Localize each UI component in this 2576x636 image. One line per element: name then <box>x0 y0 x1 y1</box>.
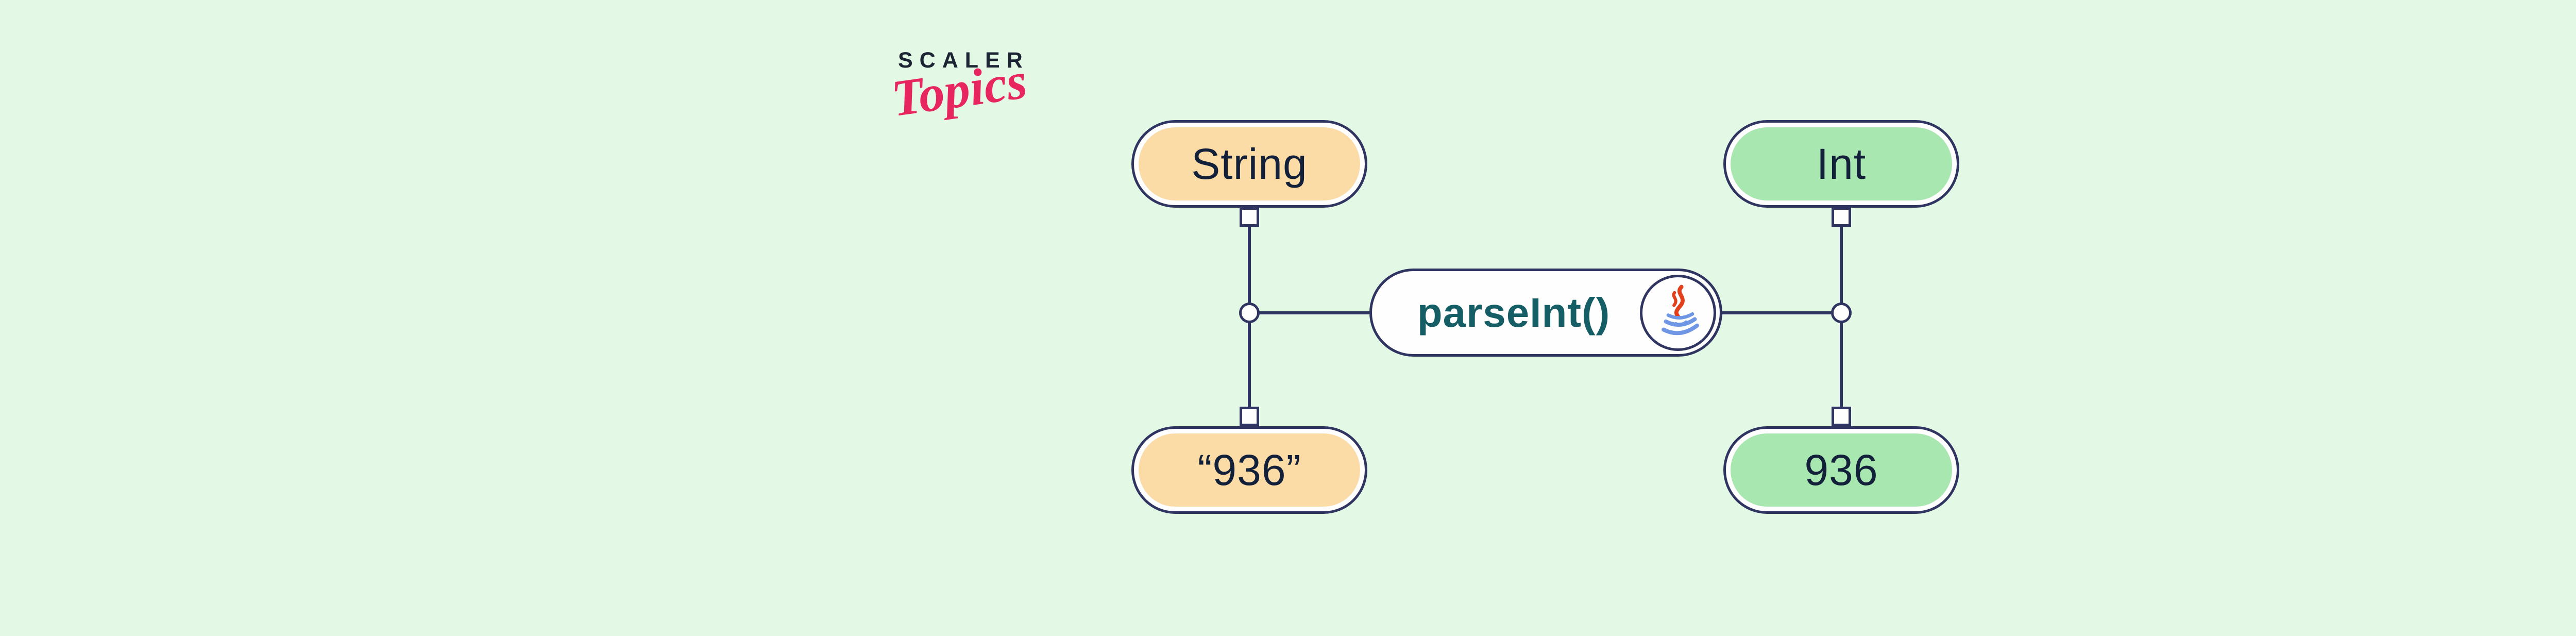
node-string-value-label: “936” <box>1197 445 1301 494</box>
node-string-type-label: String <box>1191 139 1308 188</box>
connector-square-int-value-top <box>1832 407 1851 426</box>
node-string-value-fill <box>1139 433 1360 507</box>
java-badge-circle <box>1640 274 1716 351</box>
node-int-type: Int <box>1723 120 1959 208</box>
node-int-value-fill <box>1731 433 1952 507</box>
java-logo-icon <box>1662 284 1699 335</box>
connector-square-string-value-top <box>1240 407 1259 426</box>
node-int-type-label: Int <box>1816 139 1867 188</box>
node-int-value: 936 <box>1723 426 1959 514</box>
node-int-type-fill <box>1731 127 1952 200</box>
node-parseint-function: parseInt() <box>1369 269 1722 357</box>
node-string-type-fill <box>1139 127 1360 200</box>
junction-circle-left <box>1239 303 1260 323</box>
logo-brand-text: SCALER <box>898 48 1029 73</box>
connector-square-string-bottom <box>1240 207 1259 227</box>
node-parseint-label: parseInt() <box>1417 289 1611 336</box>
node-string-type: String <box>1131 120 1367 208</box>
node-string-value: “936” <box>1131 426 1367 514</box>
scaler-topics-logo: SCALER Topics <box>888 48 1043 127</box>
junction-circle-right <box>1831 303 1852 323</box>
node-int-value-label: 936 <box>1804 445 1878 494</box>
connector-square-int-bottom <box>1832 207 1851 227</box>
